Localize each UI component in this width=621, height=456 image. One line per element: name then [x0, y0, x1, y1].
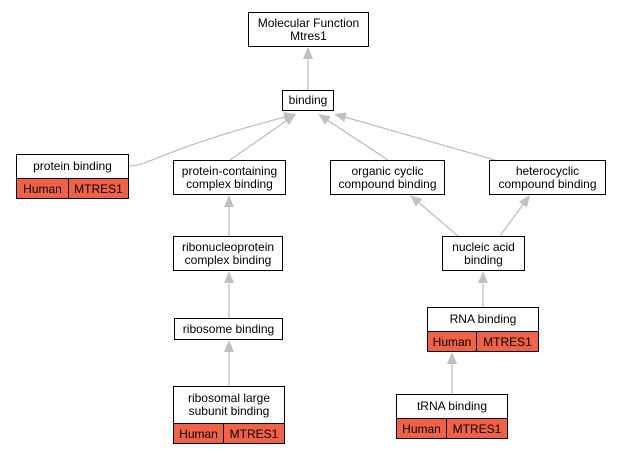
edge-rna: [478, 271, 488, 307]
node-ribosome-binding[interactable]: ribosome binding: [174, 318, 283, 340]
edge-nab-hcb: [499, 195, 530, 237]
annotation-row: Human MTRES1: [397, 418, 507, 438]
annotation-gene: MTRES1: [452, 421, 502, 436]
node-ribonucleoprotein-complex-binding[interactable]: ribonucleoprotein complex binding: [173, 236, 283, 271]
node-label: nucleic acid binding: [452, 239, 515, 267]
arrow-head: [410, 195, 423, 207]
edge-trna: [447, 352, 457, 394]
arrow-head: [478, 271, 488, 283]
edge-line: [345, 116, 496, 161]
arrow-head: [334, 112, 347, 123]
node-nucleic-acid-binding[interactable]: nucleic acid binding: [442, 236, 525, 271]
node-label: RNA binding: [449, 312, 517, 326]
annotation-row: Human MTRES1: [17, 178, 128, 198]
node-trna-binding[interactable]: tRNA binding Human MTRES1: [396, 394, 508, 439]
edge-pcb: [229, 114, 296, 161]
node-label: binding: [288, 93, 328, 107]
edge-prot: [128, 112, 296, 167]
edge-line: [128, 116, 285, 167]
node-label: ribosomal large subunit binding: [187, 391, 271, 418]
node-label: organic cyclic compound binding: [338, 163, 437, 191]
node-organic-cyclic-compound-binding[interactable]: organic cyclic compound binding: [330, 160, 445, 195]
node-protein-binding[interactable]: protein binding Human MTRES1: [16, 154, 129, 199]
node-heterocyclic-compound-binding[interactable]: heterocyclic compound binding: [489, 160, 606, 195]
arrow-head: [224, 195, 234, 207]
node-rna-binding[interactable]: RNA binding Human MTRES1: [427, 307, 539, 352]
edge-line: [499, 204, 524, 237]
edge-hcb: [334, 112, 496, 161]
edge-ocb: [318, 114, 389, 161]
node-binding[interactable]: binding: [282, 90, 334, 111]
annotation-gene: MTRES1: [483, 334, 532, 349]
arrow-head: [518, 195, 530, 208]
node-ribosomal-large-subunit-binding[interactable]: ribosomal large subunit binding Human MT…: [173, 386, 285, 444]
edge-line: [327, 120, 389, 161]
edge-line: [229, 120, 287, 161]
arrow-head: [318, 114, 331, 125]
edge-line: [418, 202, 459, 237]
edge-rlsu: [224, 340, 234, 386]
annotation-row: Human MTRES1: [428, 331, 538, 351]
node-label: protein binding: [33, 159, 112, 173]
annotation-gene: MTRES1: [74, 181, 123, 196]
node-label: protein-containing complex binding: [181, 163, 278, 191]
annotation-gene: MTRES1: [229, 426, 279, 441]
node-label: Molecular Function Mtres1: [257, 15, 360, 43]
annotation-species: Human: [428, 332, 477, 351]
arrow-head: [303, 47, 313, 59]
arrow-head: [447, 352, 457, 364]
node-molecular-function[interactable]: Molecular Function Mtres1: [248, 12, 369, 47]
node-label: ribonucleoprotein complex binding: [181, 239, 275, 267]
node-protein-containing-complex-binding[interactable]: protein-containing complex binding: [173, 160, 286, 195]
edge-ribo: [224, 271, 234, 318]
edge-nab-ocb: [410, 195, 459, 237]
annotation-species: Human: [397, 419, 447, 438]
node-label: ribosome binding: [182, 321, 275, 336]
arrow-head: [224, 340, 234, 352]
annotation-row: Human MTRES1: [174, 423, 284, 443]
annotation-species: Human: [17, 179, 69, 198]
arrow-head: [224, 271, 234, 283]
edge-rnpc: [224, 195, 234, 236]
arrow-head: [283, 114, 296, 125]
node-label: tRNA binding: [416, 399, 488, 413]
annotation-species: Human: [174, 424, 224, 443]
edge-bind: [303, 47, 313, 90]
node-label: heterocyclic compound binding: [498, 163, 597, 191]
